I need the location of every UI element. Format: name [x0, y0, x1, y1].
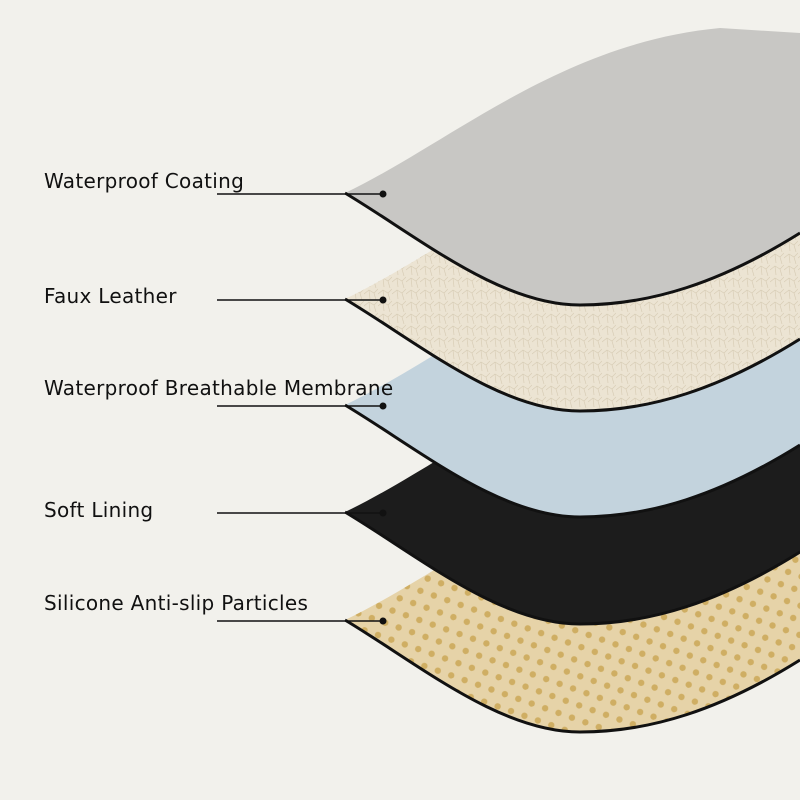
label-silicone-anti-slip-particles: Silicone Anti-slip Particles: [44, 591, 309, 615]
leader-dot: [379, 190, 387, 198]
leader-dot: [379, 617, 387, 625]
layer-edge: [344, 191, 800, 307]
layer-waterproof-coating: [345, 28, 800, 305]
label-waterproof-breathable-membrane: Waterproof Breathable Membrane: [44, 376, 394, 400]
label-soft-lining: Soft Lining: [44, 498, 154, 522]
layer-edge: [344, 618, 800, 734]
label-faux-leather: Faux Leather: [44, 284, 177, 308]
layer-edge: [344, 297, 800, 413]
layer-edge: [344, 403, 800, 519]
leader-dot: [379, 509, 387, 517]
leader-dot: [379, 402, 387, 410]
leader-dot: [379, 296, 387, 304]
label-waterproof-coating: Waterproof Coating: [44, 169, 245, 193]
layer-edge: [344, 510, 800, 626]
